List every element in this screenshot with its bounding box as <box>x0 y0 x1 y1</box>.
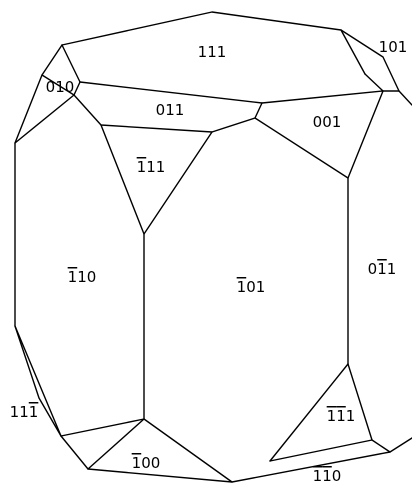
crystal-edges <box>14 11 412 483</box>
face-label-001: 001 <box>313 113 342 131</box>
outline-edge <box>61 11 412 106</box>
edge-101-lower <box>364 73 400 92</box>
edge-111-right <box>340 29 366 75</box>
face-label-101: 101 <box>379 38 408 56</box>
edge-11m1 <box>14 325 62 437</box>
face-labels: 111 101 010 011 001 111 110 101 011 111 … <box>10 38 408 485</box>
face-label-111: 111 <box>198 43 227 61</box>
edge-m1m11-bottom <box>269 439 373 462</box>
face-label-m100: 100 <box>132 454 161 472</box>
face-label-m1m11: 111 <box>327 407 356 425</box>
outline-edge <box>14 44 412 483</box>
face-label-m101: 101 <box>237 278 266 296</box>
face-label-m110: 110 <box>68 268 97 286</box>
edge-111-lower <box>79 81 384 104</box>
face-label-m1m10: 110 <box>313 467 342 485</box>
face-label-0m11: 011 <box>368 260 397 278</box>
face-label-010: 010 <box>46 78 75 96</box>
edge-m111 <box>100 124 213 235</box>
edge-001-side <box>254 90 384 179</box>
edge-m100 <box>60 418 233 483</box>
face-label-m111: 111 <box>137 158 166 176</box>
face-label-011: 011 <box>156 101 185 119</box>
edge-m1m11 <box>269 363 349 462</box>
edge-010-lower <box>41 74 75 96</box>
face-label-11m1: 111 <box>10 403 39 421</box>
edge-m100-left <box>87 418 145 470</box>
edge-111-left <box>61 44 81 83</box>
